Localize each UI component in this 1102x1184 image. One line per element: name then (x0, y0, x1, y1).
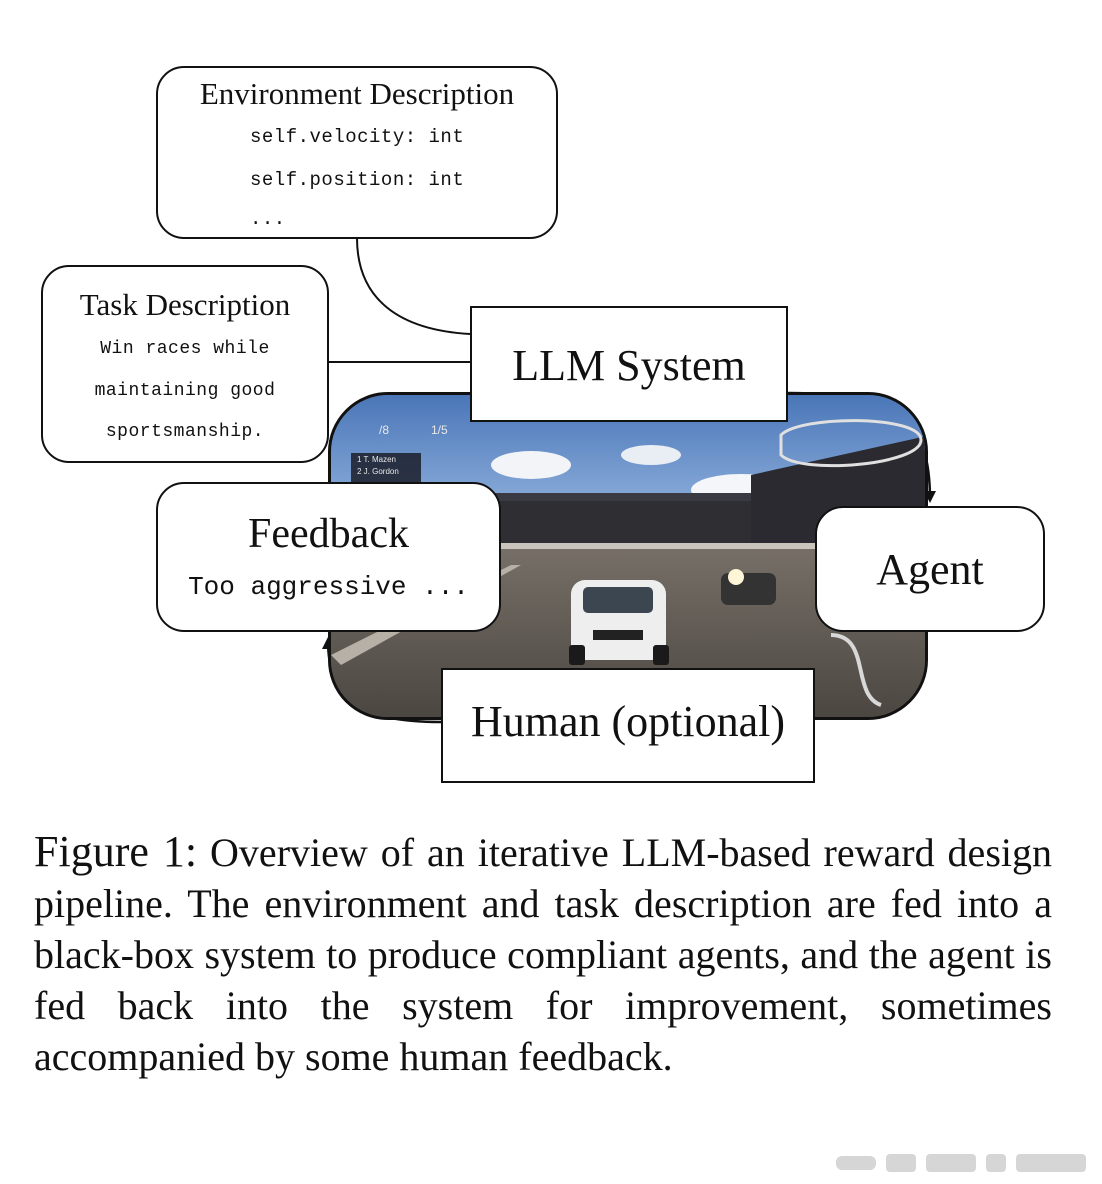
hud-lap: 1/5 (431, 423, 448, 437)
hud-position: /8 (379, 423, 389, 437)
env-to-llm-connector (357, 238, 470, 334)
feedback-box: Feedback Too aggressive ... (156, 482, 501, 632)
feedback-title: Feedback (158, 510, 499, 558)
llm-system-title: LLM System (472, 340, 786, 391)
figure-label: Figure 1: (34, 827, 197, 876)
environment-description-box: Environment Description self.velocity: i… (156, 66, 558, 239)
cloud (621, 445, 681, 465)
agent-title: Agent (817, 544, 1043, 595)
env-code-line: ... (250, 208, 286, 230)
environment-description-title: Environment Description (158, 76, 556, 112)
hud-leaderboard-row-2: 2 J. Gordon (357, 467, 399, 476)
opponent-car (721, 569, 776, 605)
task-text-line: maintaining good (43, 381, 327, 401)
feedback-text: Too aggressive ... (158, 572, 499, 602)
hud-leaderboard-row-1: 1 T. Mazen (357, 455, 396, 464)
cloud (491, 451, 571, 479)
agent-box: Agent (815, 506, 1045, 632)
task-description-title: Task Description (43, 287, 327, 323)
task-text-line: sportsmanship. (43, 422, 327, 442)
human-title: Human (optional) (443, 696, 813, 747)
task-description-box: Task Description Win races while maintai… (41, 265, 329, 463)
watermark-logo (836, 1150, 1096, 1176)
human-box: Human (optional) (441, 668, 815, 783)
task-text-line: Win races while (43, 339, 327, 359)
env-code-line: self.velocity: int (250, 126, 464, 148)
figure-caption: Figure 1: Overview of an iterative LLM-b… (34, 826, 1052, 1082)
env-code-line: self.position: int (250, 169, 464, 191)
llm-system-box: LLM System (470, 306, 788, 422)
player-car (569, 580, 669, 665)
